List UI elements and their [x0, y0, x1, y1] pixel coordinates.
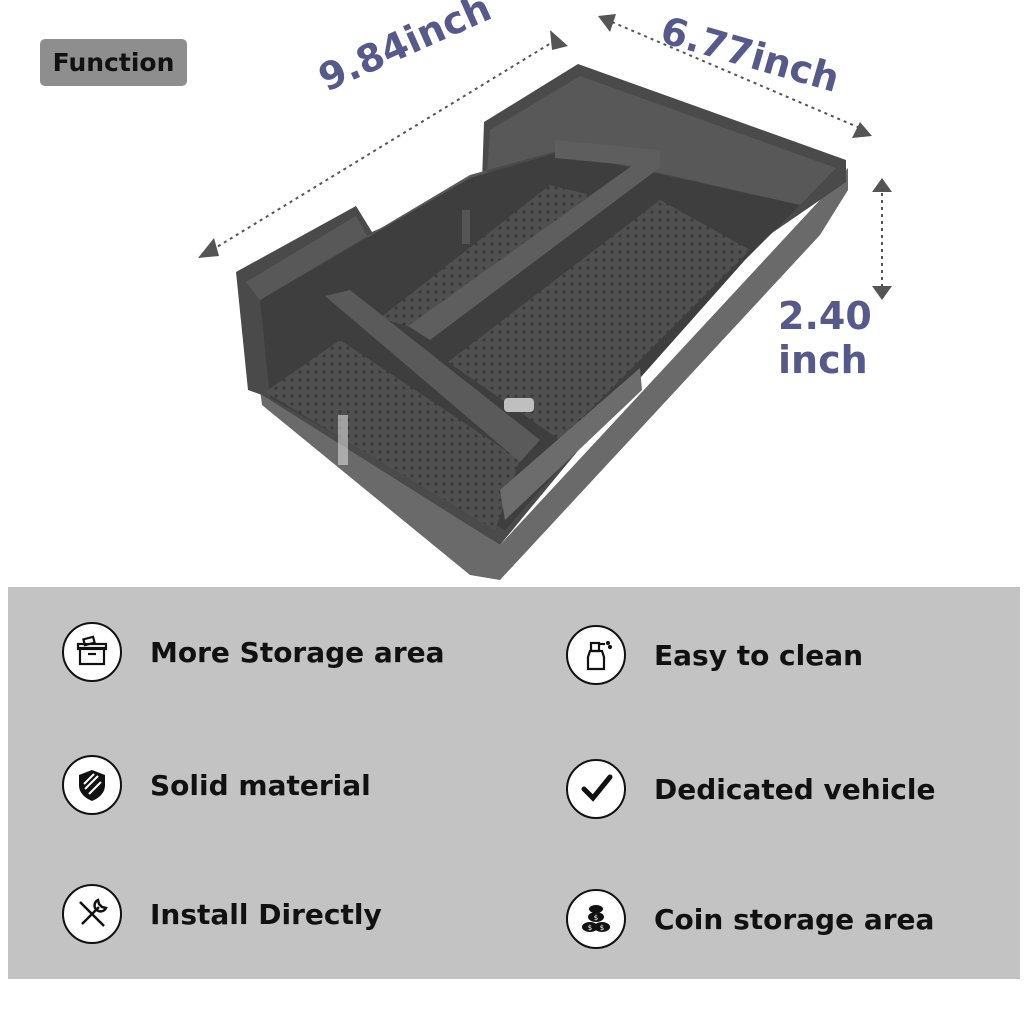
feature-label: Install Directly: [150, 897, 382, 931]
width-dimension-line: [611, 21, 861, 129]
arrow-head-icon: [872, 286, 892, 300]
arrow-head-icon: [550, 30, 568, 50]
function-badge: Function: [40, 39, 187, 86]
checkmark-icon: [566, 759, 626, 819]
wrench-icon: [62, 884, 122, 944]
feature-label: Easy to clean: [654, 638, 864, 672]
product-illustration: [198, 14, 892, 580]
arrow-head-icon: [198, 238, 219, 258]
feature-storage: More Storage area: [62, 622, 445, 682]
feature-label: Dedicated vehicle: [654, 772, 936, 806]
feature-dedicated-vehicle: Dedicated vehicle: [566, 759, 936, 819]
arrow-head-icon: [852, 122, 872, 138]
feature-solid-material: Solid material: [62, 755, 371, 815]
feature-label: Solid material: [150, 768, 371, 802]
height-unit: inch: [778, 338, 868, 382]
console-tray: [236, 64, 848, 580]
feature-coin-storage: $$$ Coin storage area: [566, 889, 934, 949]
spray-bottle-icon: [566, 625, 626, 685]
arrow-head-icon: [872, 178, 892, 192]
feature-easy-clean: Easy to clean: [566, 625, 863, 685]
arrow-head-icon: [598, 14, 616, 32]
height-value: 2.40: [778, 294, 872, 338]
svg-text:$: $: [588, 924, 592, 932]
shield-icon: [62, 755, 122, 815]
svg-text:$: $: [600, 924, 604, 932]
features-panel: More Storage area Easy to clean Solid ma…: [8, 587, 1020, 979]
height-dimension-label: 2.40 inch: [778, 294, 872, 382]
storage-box-icon: [62, 622, 122, 682]
feature-install-directly: Install Directly: [62, 884, 382, 944]
coin-stack-icon: $$$: [566, 889, 626, 949]
feature-label: Coin storage area: [654, 902, 935, 936]
svg-text:$: $: [594, 914, 598, 922]
feature-label: More Storage area: [150, 635, 445, 669]
